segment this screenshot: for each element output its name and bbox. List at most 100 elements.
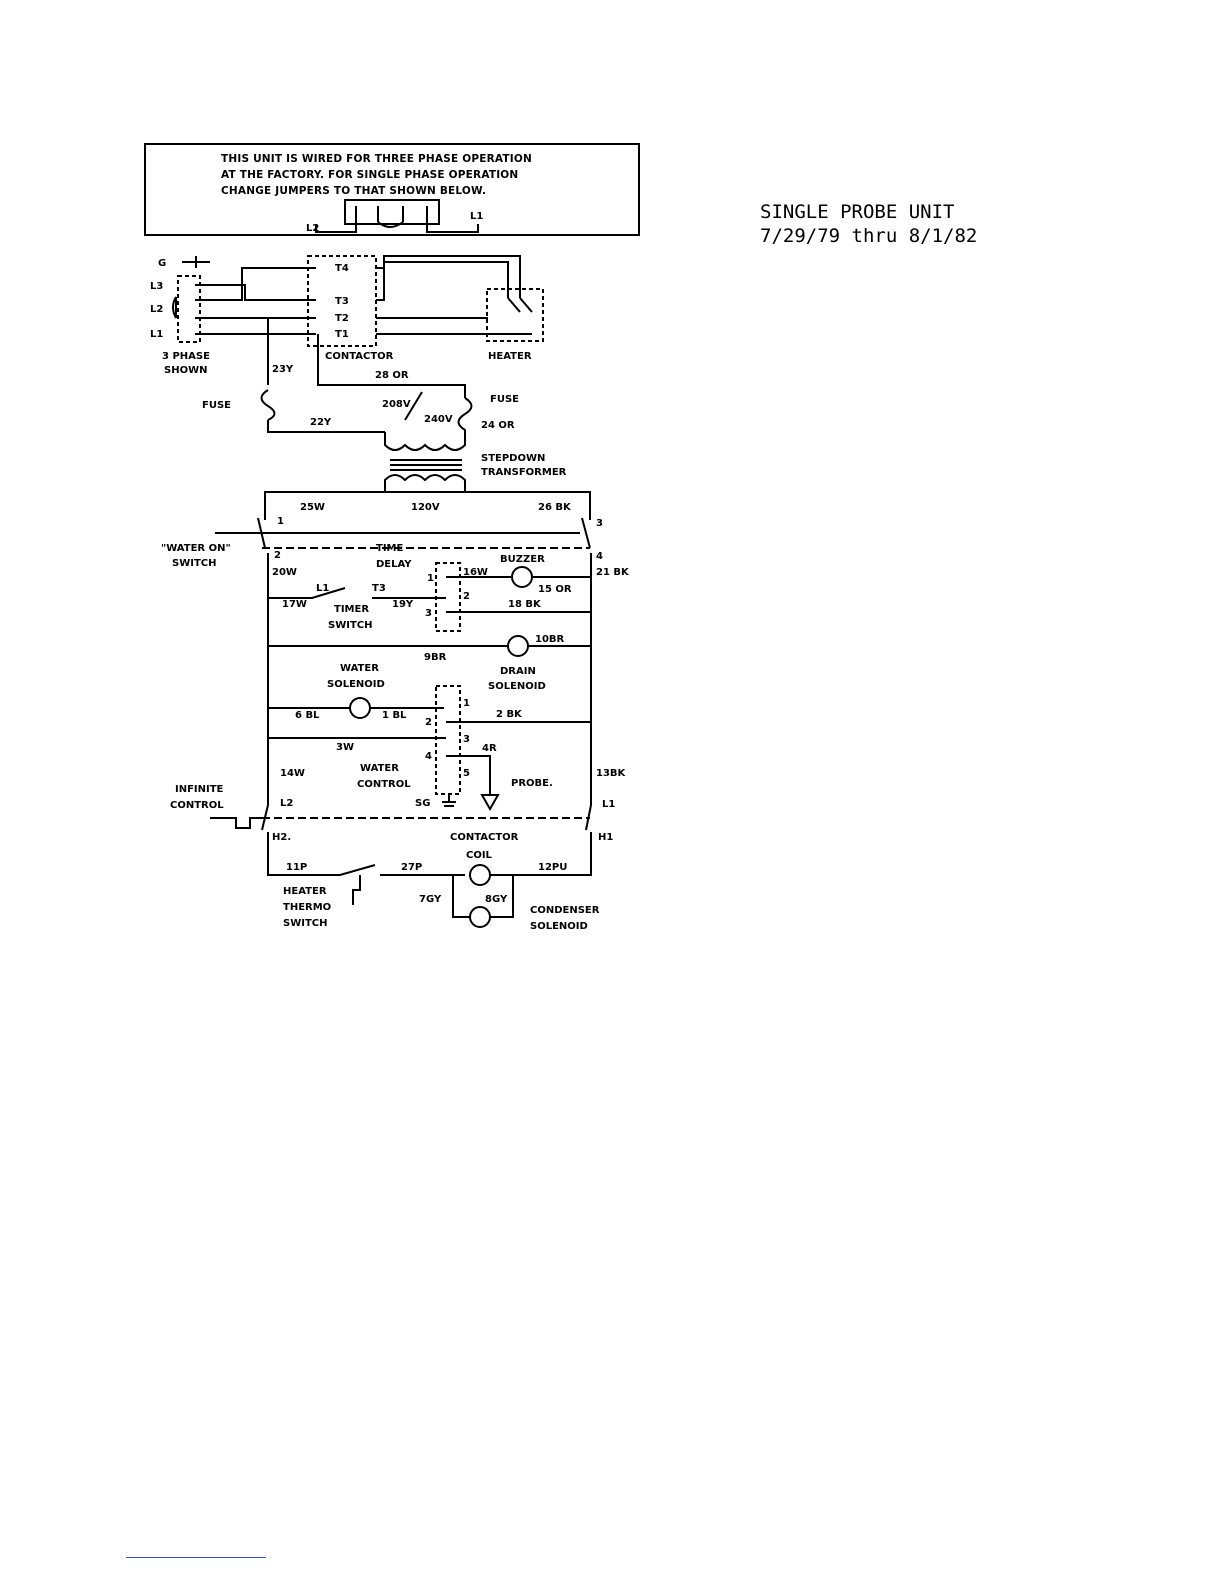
label-22y: 22Y (310, 417, 332, 428)
label-20w: 20W (272, 567, 297, 578)
label-timer: TIMER (334, 604, 369, 615)
label-6bl: 6 BL (295, 710, 320, 721)
label-td-2: 2 (463, 591, 470, 602)
label-10br: 10BR (535, 634, 565, 645)
label-24or: 24 OR (481, 420, 515, 431)
label-transformer: TRANSFORMER (481, 467, 567, 478)
label-g: G (158, 258, 166, 269)
label-17w: 17W (282, 599, 307, 610)
label-240v: 240V (424, 414, 453, 425)
label-timer-t3: T3 (372, 583, 386, 594)
label-208v: 208V (382, 399, 411, 410)
label-infinite: INFINITE (175, 784, 224, 795)
label-l1: L1 (150, 329, 163, 340)
label-contactor: CONTACTOR (325, 351, 394, 362)
label-td-3: 3 (425, 608, 432, 619)
label-timer-l1: L1 (316, 583, 329, 594)
label-wc-5: 5 (463, 768, 470, 779)
label-thermo: THERMO (283, 902, 331, 913)
label-3w: 3W (336, 742, 354, 753)
label-timer-switch: SWITCH (328, 620, 372, 631)
label-water: WATER (340, 663, 379, 674)
label-water-solenoid: SOLENOID (327, 679, 385, 690)
label-21bk: 21 BK (596, 567, 630, 578)
label-buzzer: BUZZER (500, 554, 545, 565)
label-wc-2: 2 (425, 717, 432, 728)
label-water-control: CONTROL (357, 779, 411, 790)
label-t1: T1 (335, 329, 349, 340)
label-drain: DRAIN (500, 666, 536, 677)
unit-note: SINGLE PROBE UNIT 7/29/79 thru 8/1/82 (760, 200, 977, 248)
label-t2: T2 (335, 313, 349, 324)
label-water-ctl: WATER (360, 763, 399, 774)
label-stepdown: STEPDOWN (481, 453, 545, 464)
notice-line-2: AT THE FACTORY. FOR SINGLE PHASE OPERATI… (221, 169, 519, 181)
label-ctl-l2: L2 (280, 798, 293, 809)
label-4r: 4R (482, 743, 497, 754)
label-td-1: 1 (427, 573, 434, 584)
label-27p: 27P (401, 862, 422, 873)
footer-rule (126, 1557, 266, 1558)
label-t3: T3 (335, 296, 349, 307)
notice-line-1: THIS UNIT IS WIRED FOR THREE PHASE OPERA… (221, 153, 533, 165)
label-18bk: 18 BK (508, 599, 542, 610)
label-16w: 16W (463, 567, 488, 578)
label-condenser-solenoid: SOLENOID (530, 921, 588, 932)
diagram-labels: G L3 L2 L1 3 PHASE SHOWN T4 T3 T2 T1 CON… (150, 211, 630, 932)
notice-line-3: CHANGE JUMPERS TO THAT SHOWN BELOW. (221, 185, 487, 197)
water-control-box (435, 685, 461, 795)
label-ctl-l1: L1 (602, 799, 615, 810)
label-l2: L2 (150, 304, 163, 315)
label-11p: 11P (286, 862, 307, 873)
label-fuse-right: FUSE (490, 394, 519, 405)
label-heater-thermo: HEATER (283, 886, 327, 897)
label-8gy: 8GY (485, 894, 508, 905)
label-l3: L3 (150, 281, 163, 292)
label-28or: 28 OR (375, 370, 409, 381)
label-wc-1: 1 (463, 698, 470, 709)
label-water-on-switch: SWITCH (172, 558, 216, 569)
label-t4: T4 (335, 263, 349, 274)
label-h1: H1 (598, 832, 613, 843)
label-heater: HEATER (488, 351, 532, 362)
label-infinite-control: CONTROL (170, 800, 224, 811)
jumper-label-l2: L2 (306, 223, 319, 234)
label-26bk: 26 BK (538, 502, 572, 513)
single-phase-notice-box: THIS UNIT IS WIRED FOR THREE PHASE OPERA… (144, 143, 640, 236)
label-23y: 23Y (272, 364, 294, 375)
label-node-1: 1 (277, 516, 284, 527)
label-2bk: 2 BK (496, 709, 523, 720)
label-fuse-left: FUSE (202, 400, 231, 411)
label-13bk: 13BK (596, 768, 627, 779)
label-probe: PROBE. (511, 778, 553, 789)
label-shown: SHOWN (164, 365, 207, 376)
label-water-on: "WATER ON" (161, 543, 231, 554)
label-15or: 15 OR (538, 584, 572, 595)
label-14w: 14W (280, 768, 305, 779)
label-sg: SG (415, 798, 430, 809)
label-120v: 120V (411, 502, 440, 513)
jumper-terminal-block (344, 199, 440, 225)
label-19y: 19Y (392, 599, 414, 610)
label-node-2: 2 (274, 550, 281, 561)
unit-note-title: SINGLE PROBE UNIT (760, 201, 955, 223)
label-9br: 9BR (424, 652, 447, 663)
label-h2: H2. (272, 832, 291, 843)
label-contactor-coil: CONTACTOR (450, 832, 519, 843)
heater-box (486, 288, 544, 342)
label-12pu: 12PU (538, 862, 567, 873)
label-thermo-switch: SWITCH (283, 918, 327, 929)
unit-note-dates: 7/29/79 thru 8/1/82 (760, 225, 978, 247)
label-node-4: 4 (596, 551, 603, 562)
label-time: TIME (376, 543, 403, 554)
label-7gy: 7GY (419, 894, 442, 905)
label-wc-3: 3 (463, 734, 470, 745)
label-wc-4: 4 (425, 751, 432, 762)
label-three-phase: 3 PHASE (162, 351, 210, 362)
label-node-3: 3 (596, 518, 603, 529)
label-delay: DELAY (376, 559, 412, 570)
jumper-label-l1: L1 (470, 211, 483, 222)
label-coil: COIL (466, 850, 493, 861)
